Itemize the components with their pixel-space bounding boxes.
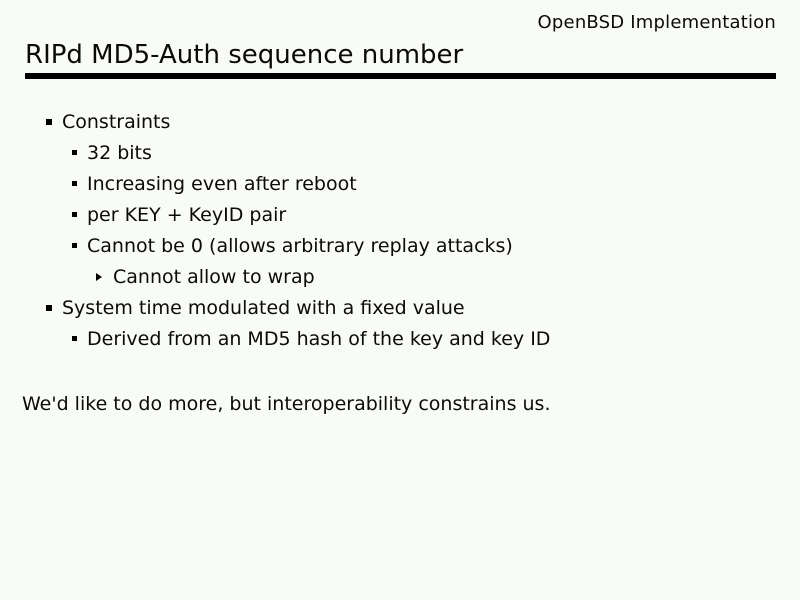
list-item-label: Derived from an MD5 hash of the key and … <box>87 327 551 350</box>
page-title: RIPd MD5-Auth sequence number <box>25 40 464 70</box>
list-item: Constraints <box>46 106 766 137</box>
bullet-square-icon <box>72 243 77 248</box>
bullet-square-icon <box>72 336 77 341</box>
bullet-square-icon <box>72 150 77 155</box>
list-item: System time modulated with a fixed value <box>46 292 766 323</box>
corner-label: OpenBSD Implementation <box>537 12 776 33</box>
list-item-label: per KEY + KeyID pair <box>87 203 287 226</box>
list-item-label: Constraints <box>62 110 171 133</box>
list-item: Derived from an MD5 hash of the key and … <box>72 323 766 354</box>
list-item: Cannot be 0 (allows arbitrary replay att… <box>72 230 766 261</box>
list-item-label: Increasing even after reboot <box>87 172 357 195</box>
list-item: Increasing even after reboot <box>72 168 766 199</box>
bullet-square-icon <box>72 212 77 217</box>
bullet-triangle-icon <box>96 272 102 281</box>
list-item: Cannot allow to wrap <box>96 261 766 292</box>
list-item-label: 32 bits <box>87 141 152 164</box>
bullet-square-icon <box>72 181 77 186</box>
bullet-square-icon <box>46 118 52 125</box>
list-item-label: System time modulated with a fixed value <box>62 296 465 319</box>
list-item-label: Cannot allow to wrap <box>113 265 315 288</box>
title-underline-rule <box>25 73 776 79</box>
footer-note: We'd like to do more, but interoperabili… <box>22 393 551 415</box>
list-item: per KEY + KeyID pair <box>72 199 766 230</box>
list-item-label: Cannot be 0 (allows arbitrary replay att… <box>87 234 513 257</box>
bullet-list: Constraints 32 bits Increasing even afte… <box>46 106 766 354</box>
bullet-square-icon <box>46 304 52 311</box>
list-item: 32 bits <box>72 137 766 168</box>
